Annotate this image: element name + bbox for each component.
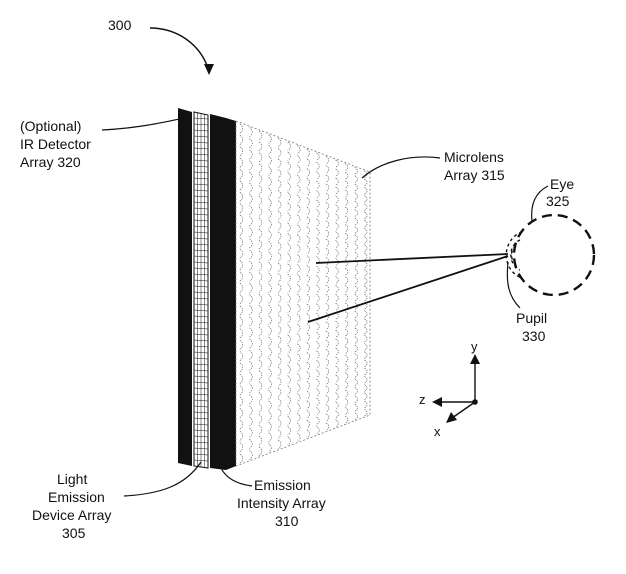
eye-label-line2: 325 [546, 193, 570, 209]
figure-number-arrow [150, 28, 208, 68]
emission-leader [221, 468, 252, 486]
pupil-leader [507, 262, 520, 308]
pupil-arc-outer [506, 232, 522, 278]
ir-detector-array-panel [178, 108, 192, 466]
microlens-leader [362, 157, 440, 178]
microlens-label-line2: Array 315 [444, 167, 505, 183]
x-axis-label: x [434, 424, 441, 439]
x-axis-arrowhead [446, 412, 457, 423]
eye-outline [514, 215, 594, 295]
microlens-array-outline [236, 121, 370, 466]
led-leader [124, 462, 201, 496]
y-axis-arrowhead [470, 354, 480, 364]
ir-detector-leader [102, 118, 184, 130]
z-axis-label: z [419, 392, 426, 407]
led-label-line2: Emission [48, 489, 105, 505]
x-axis-line [452, 402, 475, 418]
eye-label-line1: Eye [550, 176, 574, 192]
coordinate-axes: y z x [419, 339, 480, 439]
emission-label-line1: Emission [254, 477, 311, 493]
led-label-line1: Light [57, 471, 87, 487]
z-axis-arrowhead [432, 397, 442, 407]
microlens-label-line1: Microlens [444, 149, 504, 165]
led-label-line4: 305 [62, 525, 86, 541]
ir-detector-label-line3: Array 320 [20, 154, 81, 170]
emission-label-line2: Intensity Array [237, 495, 326, 511]
pupil-label-line2: 330 [522, 328, 546, 344]
y-axis-label: y [471, 339, 478, 354]
emission-label-line3: 310 [275, 513, 299, 529]
pupil-label-line1: Pupil [516, 310, 547, 326]
ir-detector-label-line2: IR Detector [20, 136, 91, 152]
figure-number: 300 [108, 17, 132, 33]
figure-number-arrowhead [204, 64, 214, 75]
emission-intensity-array-panel [210, 114, 226, 470]
axes-origin [472, 399, 478, 405]
led-label-line3: Device Array [32, 507, 111, 523]
emission-intensity-array-edge [226, 118, 236, 470]
ir-detector-label-line1: (Optional) [20, 118, 81, 134]
